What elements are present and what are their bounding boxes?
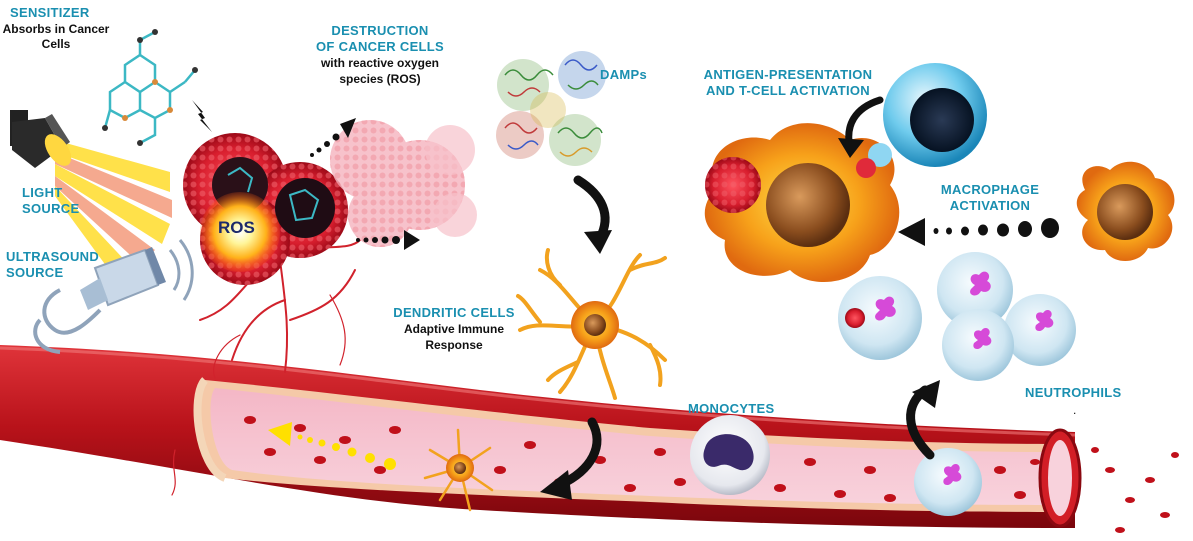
destruction-desc-1: with reactive oxygen — [320, 56, 440, 70]
neutrophils — [838, 252, 1076, 516]
ultrasound-label-2: SOURCE — [6, 265, 64, 280]
t-cell — [856, 63, 987, 178]
arrowhead-neutrophils — [912, 380, 940, 408]
arrowhead-antigen — [838, 138, 864, 158]
sensitizer-atoms — [102, 29, 198, 146]
sensitizer-desc-1: Absorbs in Cancer — [2, 22, 110, 36]
antigen-label-1: ANTIGEN-PRESENTATION — [703, 67, 873, 82]
tumor-antigen — [705, 157, 761, 213]
macrophage-main — [704, 123, 900, 282]
sensitizer-molecule-icon — [103, 30, 196, 145]
destruction-label-2: OF CANCER CELLS — [316, 39, 444, 54]
ultrasound-label-1: ULTRASOUND — [6, 249, 100, 264]
ros-burst — [200, 192, 280, 272]
dendritic-label: DENDRITIC CELLS — [393, 305, 515, 320]
light-source-label-1: LIGHT — [22, 185, 63, 200]
dendritic-desc-1: Adaptive Immune — [403, 322, 505, 336]
destruction-desc-2: species (ROS) — [339, 72, 421, 86]
spotlight-icon — [10, 110, 72, 168]
sensitizer-desc-2: Cells — [41, 37, 71, 51]
neutrophils-dot: . — [1073, 403, 1076, 417]
damps-protein-icon — [496, 51, 606, 166]
ros-dotted-arrows — [310, 118, 420, 250]
lightning-icon — [192, 100, 212, 132]
neutrophils-label: NEUTROPHILS — [1025, 385, 1122, 400]
damps-label: DAMPs — [600, 67, 648, 82]
macrophage-secondary — [1076, 161, 1175, 262]
antigen-label-2: AND T-CELL ACTIVATION — [706, 83, 870, 98]
arrowhead-vessel — [540, 470, 572, 500]
arrow-damps-to-dendritic — [573, 175, 610, 243]
migration-path — [268, 422, 396, 470]
blood-vessel — [0, 345, 1082, 528]
destroyed-cancer-cells — [330, 120, 477, 247]
macrophage-activation-arrow — [898, 218, 1059, 246]
macrophage-label-2: ACTIVATION — [949, 198, 1031, 213]
ros-label: ROS — [218, 218, 255, 237]
ultrasound-probe-icon — [33, 239, 194, 354]
light-beam — [55, 140, 172, 278]
macrophage-label-1: MACROPHAGE — [940, 182, 1040, 197]
dendritic-desc-2: Response — [425, 338, 483, 352]
sensitizer-label: SENSITIZER — [10, 5, 90, 20]
monocytes-label: MONOCYTES — [688, 401, 775, 416]
monocyte — [690, 415, 770, 495]
dendritic-cell — [516, 248, 667, 400]
red-blood-cells — [244, 416, 1179, 533]
light-source-label-2: SOURCE — [22, 201, 80, 216]
arrowhead-dendritic — [584, 230, 612, 254]
destruction-label-1: DESTRUCTION — [331, 23, 429, 38]
dendritic-cell-in-vessel — [423, 428, 494, 512]
